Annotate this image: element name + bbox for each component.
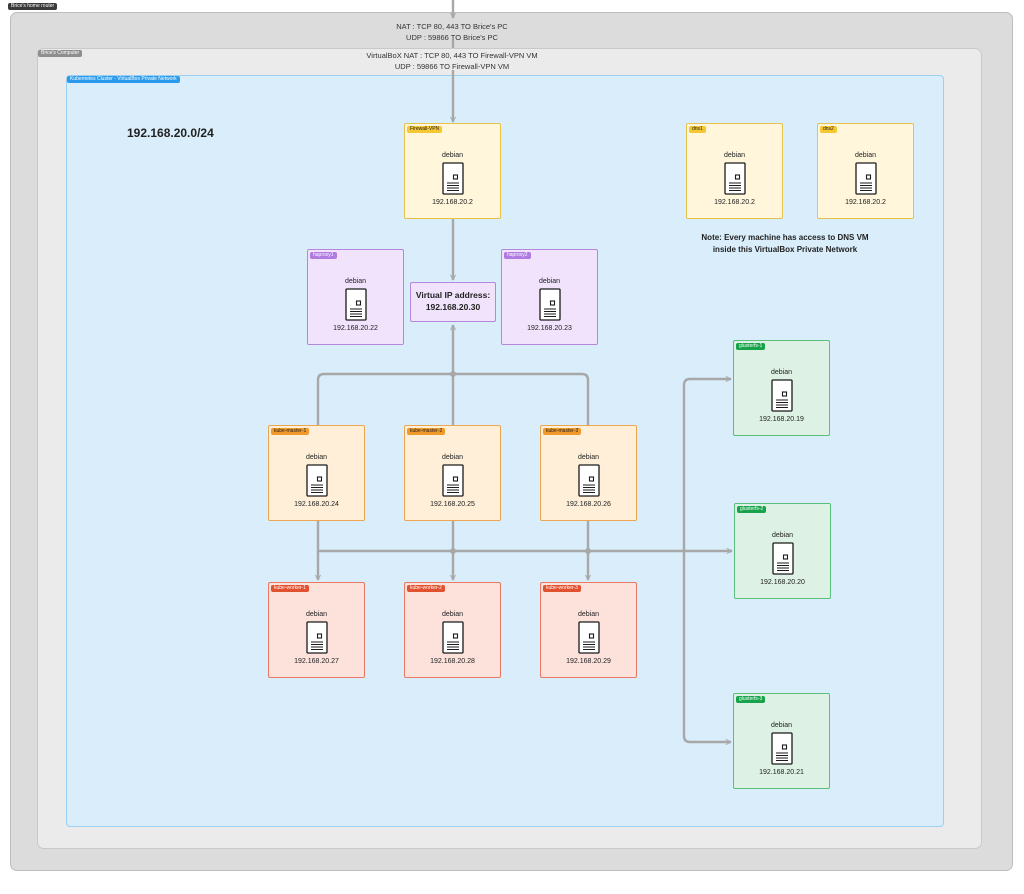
vm-node-label: kube-worker-1 (271, 585, 309, 592)
vm-node-label: kube-worker-2 (407, 585, 445, 592)
cluster-frame-label: Kubernetes Cluster - VirtualBox Private … (67, 76, 180, 83)
vm-ip-address: 192.168.20.24 (294, 501, 339, 508)
vm-node-firewall: Firewall-VPN debian 192.168.20.2 (404, 123, 501, 219)
vm-os-label: debian (441, 152, 464, 159)
subnet-label: 192.168.20.0/24 (127, 126, 214, 140)
server-icon (577, 464, 600, 497)
dns-note-line-1: Note: Every machine has access to DNS VM (701, 233, 869, 242)
virtualbox-nat-line-2: UDP : 59866 TO Firewall-VPN VM (394, 62, 510, 71)
vm-node-label: dns1 (689, 126, 706, 133)
vm-ip-address: 192.168.20.29 (566, 658, 611, 665)
vm-node-master1: kube-master-1 debian 192.168.20.24 (268, 425, 365, 521)
vm-node-master2: kube-master-2 debian 192.168.20.25 (404, 425, 501, 521)
vm-ip-address: 192.168.20.25 (430, 501, 475, 508)
router-frame-label: Brice's home router (8, 3, 58, 10)
server-icon (538, 288, 561, 321)
server-icon (441, 162, 464, 195)
vm-ip-address: 192.168.20.19 (759, 416, 804, 423)
server-icon (305, 464, 328, 497)
vm-node-dns2: dns2 debian 192.168.20.2 (817, 123, 914, 219)
vm-ip-address: 192.168.20.20 (760, 579, 805, 586)
vm-os-label: debian (441, 454, 464, 461)
vm-os-label: debian (770, 722, 793, 729)
vm-os-label: debian (577, 454, 600, 461)
server-icon (344, 288, 367, 321)
vm-os-label: debian (770, 369, 793, 376)
vm-node-label: haproxy2 (504, 252, 531, 259)
server-icon (441, 621, 464, 654)
bus-to-glusterfs-3 (682, 551, 732, 745)
vm-os-label: debian (771, 532, 794, 539)
vm-node-haproxy2: haproxy2 debian 192.168.20.23 (501, 249, 598, 345)
vm-node-label: kube-master-1 (271, 428, 310, 435)
server-icon (770, 379, 793, 412)
vm-ip-address: 192.168.20.26 (566, 501, 611, 508)
server-icon (854, 162, 877, 195)
virtualbox-nat-rules: VirtualBoX NAT : TCP 80, 443 TO Firewall… (332, 50, 572, 72)
bus-to-glusterfs-1 (682, 376, 732, 551)
vm-ip-address: 192.168.20.2 (432, 199, 473, 206)
vm-ip-address: 192.168.20.23 (527, 325, 572, 332)
computer-frame-label: Brice's Computer (38, 50, 83, 57)
virtual-ip-box: Virtual IP address: 192.168.20.30 (410, 282, 496, 322)
vm-node-worker1: kube-worker-1 debian 192.168.20.27 (268, 582, 365, 678)
vm-node-dns1: dns1 debian 192.168.20.2 (686, 123, 783, 219)
vm-node-label: Firewall-VPN (407, 126, 443, 133)
server-icon (723, 162, 746, 195)
vm-node-label: glusterfs-2 (737, 506, 767, 513)
router-nat-rules: NAT : TCP 80, 443 TO Brice's PC UDP : 59… (352, 21, 552, 43)
vm-os-label: debian (854, 152, 877, 159)
virtual-ip-address: 192.168.20.30 (425, 302, 481, 312)
vm-node-label: glusterfs-3 (736, 696, 766, 703)
vm-ip-address: 192.168.20.28 (430, 658, 475, 665)
vm-node-worker3: kube-worker-3 debian 192.168.20.29 (540, 582, 637, 678)
server-icon (305, 621, 328, 654)
server-icon (577, 621, 600, 654)
vm-ip-address: 192.168.20.2 (845, 199, 886, 206)
vm-node-gluster2: glusterfs-2 debian 192.168.20.20 (734, 503, 831, 599)
vm-os-label: debian (538, 278, 561, 285)
router-nat-line-2: UDP : 59866 TO Brice's PC (406, 33, 498, 42)
vm-node-worker2: kube-worker-2 debian 192.168.20.28 (404, 582, 501, 678)
vm-node-label: kube-worker-3 (543, 585, 581, 592)
vm-node-label: kube-master-3 (543, 428, 582, 435)
server-icon (441, 464, 464, 497)
vm-node-haproxy1: haproxy1 debian 192.168.20.22 (307, 249, 404, 345)
server-icon (771, 542, 794, 575)
vm-node-label: glusterfs-1 (736, 343, 766, 350)
vm-ip-address: 192.168.20.21 (759, 769, 804, 776)
vm-node-gluster1: glusterfs-1 debian 192.168.20.19 (733, 340, 830, 436)
vm-os-label: debian (723, 152, 746, 159)
vm-ip-address: 192.168.20.22 (333, 325, 378, 332)
vm-os-label: debian (305, 454, 328, 461)
dns-note: Note: Every machine has access to DNS VM… (650, 232, 920, 256)
vm-node-label: kube-master-2 (407, 428, 446, 435)
vm-node-gluster3: glusterfs-3 debian 192.168.20.21 (733, 693, 830, 789)
virtualbox-nat-line-1: VirtualBoX NAT : TCP 80, 443 TO Firewall… (366, 51, 538, 60)
vm-node-label: haproxy1 (310, 252, 337, 259)
vm-os-label: debian (441, 611, 464, 618)
dns-note-line-2: inside this VirtualBox Private Network (712, 245, 858, 254)
vm-ip-address: 192.168.20.2 (714, 199, 755, 206)
vm-node-master3: kube-master-3 debian 192.168.20.26 (540, 425, 637, 521)
virtual-ip-title: Virtual IP address: (415, 290, 491, 300)
vm-ip-address: 192.168.20.27 (294, 658, 339, 665)
vm-os-label: debian (577, 611, 600, 618)
vm-os-label: debian (344, 278, 367, 285)
vm-os-label: debian (305, 611, 328, 618)
router-nat-line-1: NAT : TCP 80, 443 TO Brice's PC (396, 22, 508, 31)
server-icon (770, 732, 793, 765)
vm-node-label: dns2 (820, 126, 837, 133)
